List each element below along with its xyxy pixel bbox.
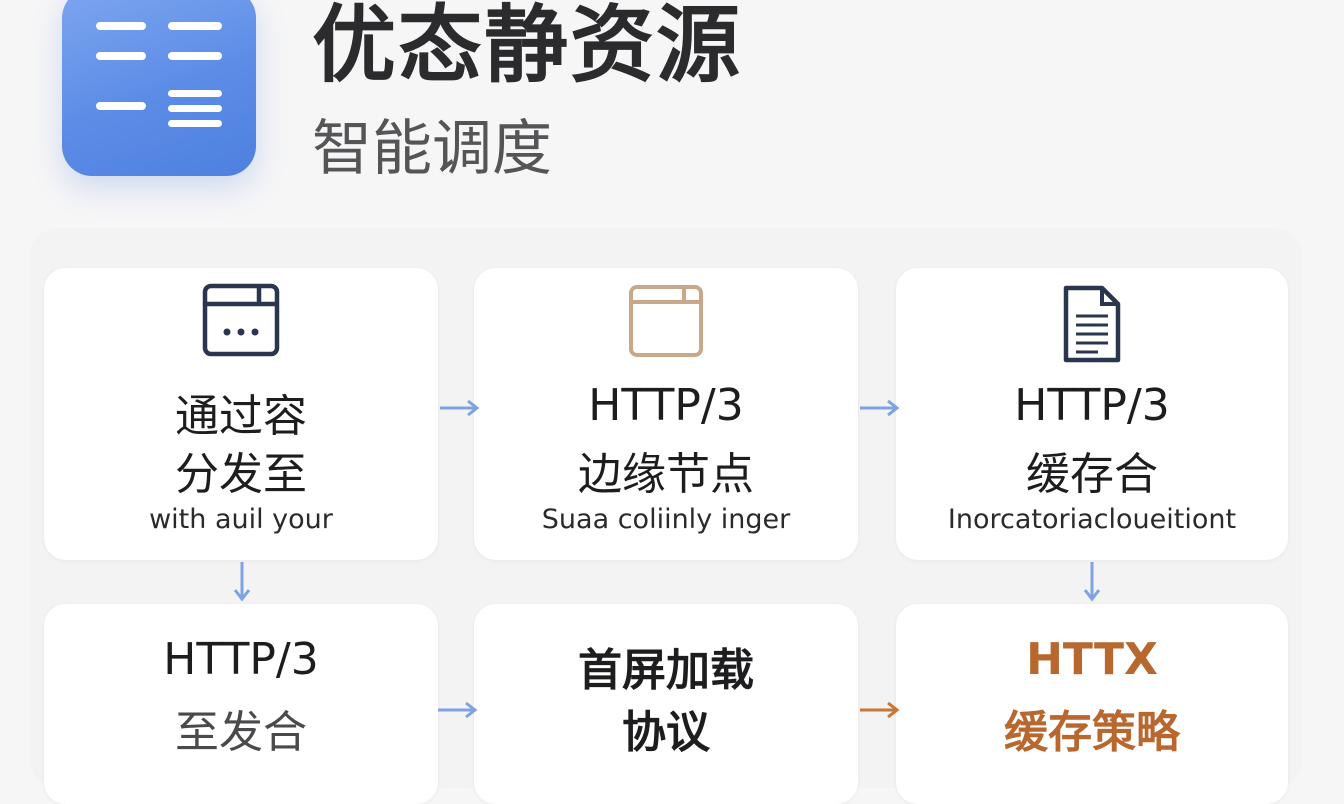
card-subtitle: 缓存合: [1026, 449, 1158, 500]
flow-card-6: HTTX 缓存策略: [896, 604, 1288, 804]
window-icon: [629, 285, 703, 357]
arrow-right-icon: [860, 399, 900, 417]
card-note: Inorcatoriacloueitiont: [947, 504, 1237, 535]
arrow-right-icon: [440, 399, 480, 417]
arrow-right-icon: [438, 701, 478, 719]
flow-card-2: HTTP/3 边缘节点 Suaa coliinly inger: [474, 268, 858, 560]
card-subtitle: 至发合: [175, 707, 307, 758]
page-subtitle: 智能调度: [312, 114, 552, 184]
card-subtitle: 缓存策略: [1004, 707, 1180, 758]
card-title: HTTP/3: [588, 380, 744, 431]
arrow-right-orange-icon: [860, 701, 900, 719]
card-note: Suaa coliinly inger: [541, 504, 791, 535]
document-icon: [1063, 285, 1121, 363]
app-icon: [62, 0, 256, 176]
card-title: HTTX: [1026, 634, 1158, 685]
card-subtitle: 分发至: [175, 449, 307, 500]
card-subtitle: 协议: [622, 707, 710, 758]
arrow-down-icon: [233, 562, 251, 602]
card-note: with auil your: [149, 504, 333, 535]
flow-card-3: HTTP/3 缓存合 Inorcatoriacloueitiont: [896, 268, 1288, 560]
arrow-down-icon: [1083, 562, 1101, 602]
page-title: 优态静资源: [312, 0, 743, 94]
list-icon: [96, 22, 222, 127]
flow-card-5: 首屏加载 协议: [474, 604, 858, 804]
flow-card-1: 通过容 分发至 with auil your: [44, 268, 438, 560]
window-dots-icon: [202, 283, 280, 357]
card-title: HTTP/3: [163, 634, 319, 685]
flow-card-4: HTTP/3 至发合: [44, 604, 438, 804]
card-title: 通过容: [175, 391, 307, 442]
card-title: HTTP/3: [1014, 380, 1170, 431]
card-subtitle: 边缘节点: [578, 449, 754, 500]
card-title: 首屏加载: [578, 645, 754, 696]
